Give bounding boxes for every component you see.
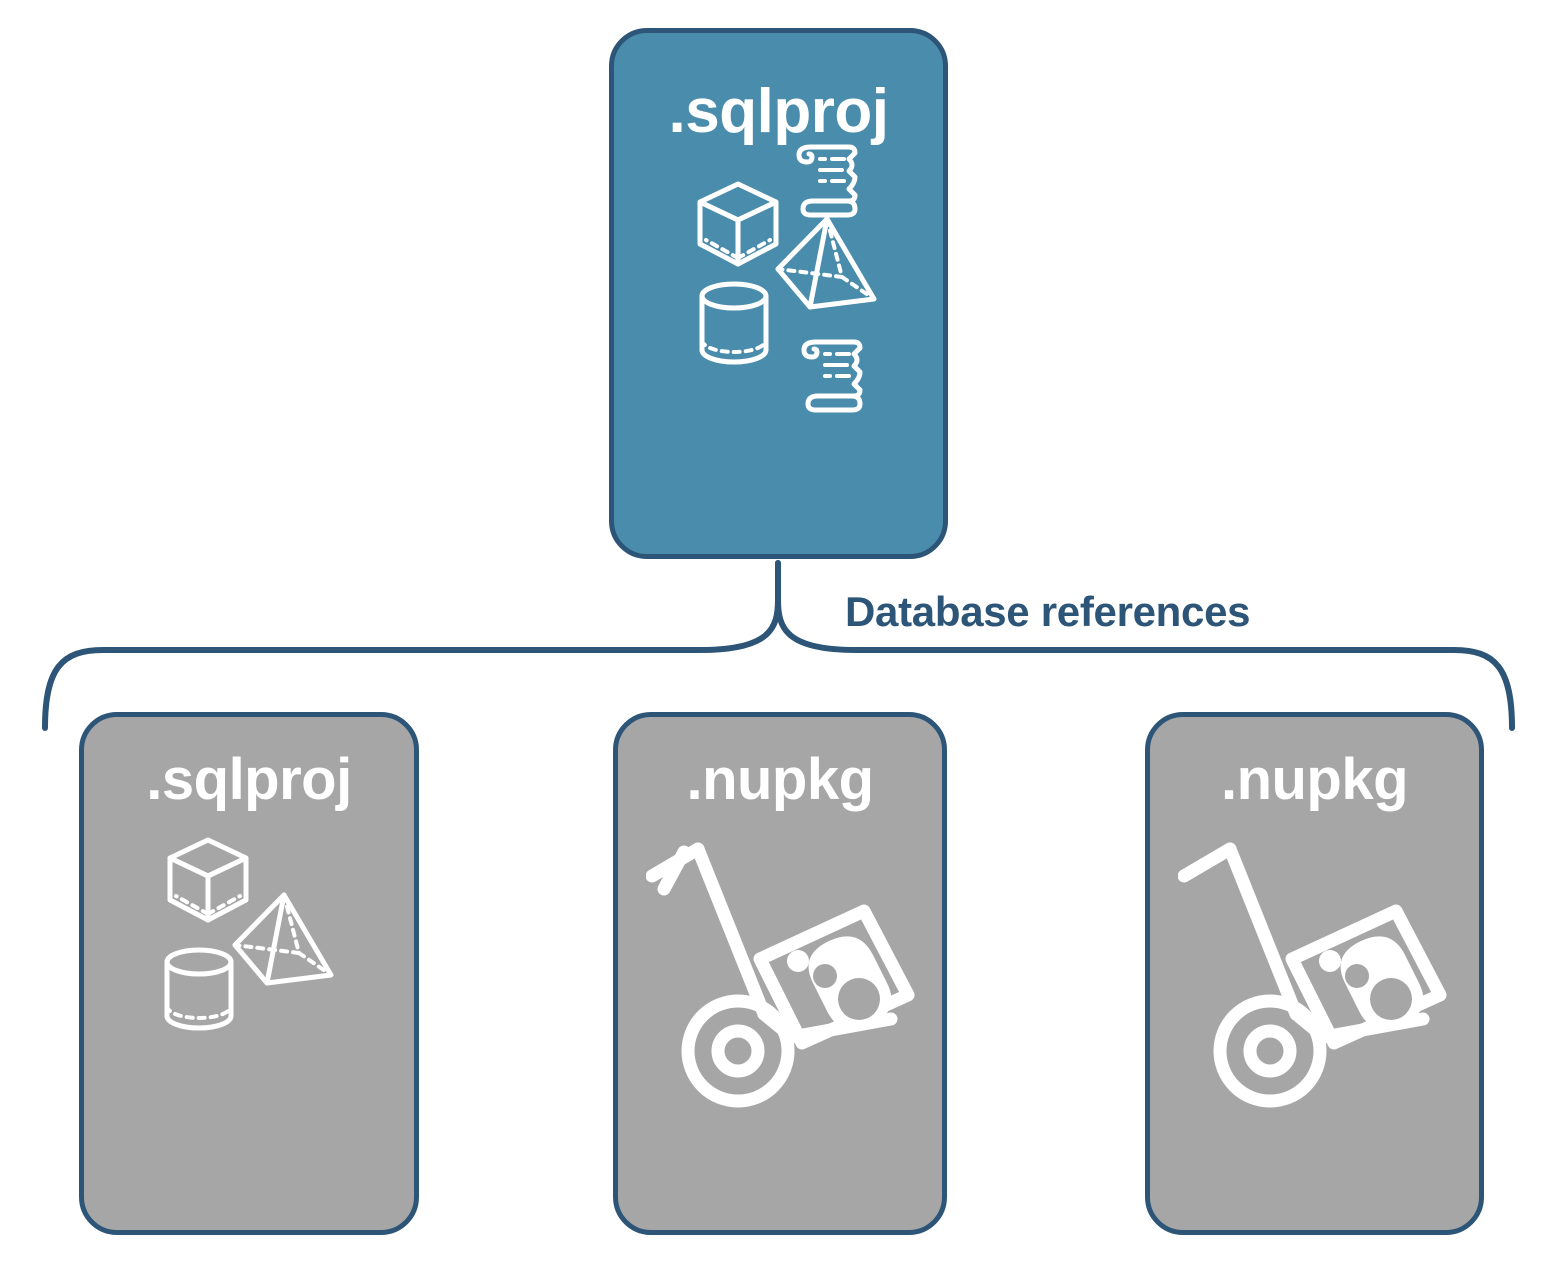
package-hand-truck-icon xyxy=(646,842,915,1108)
cube-icon xyxy=(697,181,779,267)
node-reference-nupkg-1[interactable]: .nupkg xyxy=(613,712,947,1235)
node-title: .sqlproj xyxy=(146,747,352,812)
cylinder-icon xyxy=(164,947,234,1031)
cube-icon xyxy=(167,837,249,923)
node-reference-nupkg-2[interactable]: .nupkg xyxy=(1145,712,1484,1235)
node-reference-sqlproj[interactable]: .sqlproj xyxy=(79,712,419,1235)
node-title: .nupkg xyxy=(1220,747,1409,812)
pyramid-icon xyxy=(232,892,334,986)
node-title: .nupkg xyxy=(686,747,874,812)
node-sqlproj-root[interactable]: .sqlproj xyxy=(609,28,948,559)
scroll-icon xyxy=(801,339,863,413)
package-hand-truck-icon xyxy=(1178,842,1447,1108)
scroll-icon xyxy=(796,144,858,218)
reference-icon-cluster xyxy=(618,809,942,1230)
reference-icon-cluster xyxy=(84,809,414,1230)
reference-icon-cluster xyxy=(1150,809,1479,1230)
node-title: .sqlproj xyxy=(668,77,889,146)
brace-label: Database references xyxy=(845,588,1251,635)
cylinder-icon xyxy=(699,281,769,365)
pyramid-icon xyxy=(775,216,877,310)
root-icon-cluster xyxy=(614,143,943,554)
